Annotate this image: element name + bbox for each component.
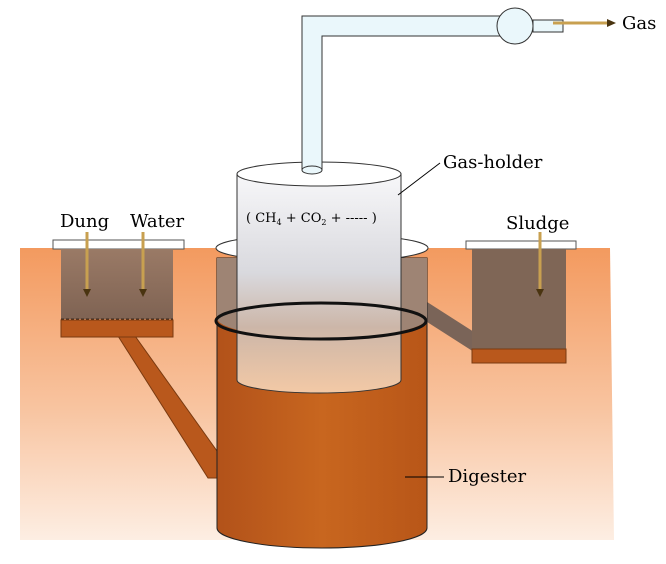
gas-pipe-mouth <box>301 165 323 175</box>
water-arrow-head <box>139 289 147 297</box>
gas-holder <box>236 173 402 394</box>
gas-close: + ----- ) <box>326 211 376 226</box>
label-gas-holder: Gas-holder <box>443 152 543 173</box>
gas-sub-4: 4 <box>277 218 282 227</box>
gas-holder-leader <box>397 162 441 196</box>
gas-plus-co: + CO <box>282 211 322 226</box>
label-gas-composition: ( CH4 + CO2 + ----- ) <box>246 211 377 227</box>
gas-valve <box>496 7 534 45</box>
label-sludge: Sludge <box>506 213 569 234</box>
outlet-sludge <box>471 348 567 364</box>
outlet-lid <box>465 240 577 250</box>
dung-arrow-head <box>83 289 91 297</box>
sludge-arrow-head <box>536 289 544 297</box>
gas-open: ( CH <box>246 211 277 226</box>
inlet-lid <box>52 239 185 250</box>
gas-sub-2: 2 <box>321 218 326 227</box>
inlet-tank <box>61 249 173 319</box>
label-dung: Dung <box>60 211 109 232</box>
gas-pipe <box>301 15 503 171</box>
label-gas: Gas <box>622 13 656 34</box>
outlet-channel <box>424 300 474 352</box>
outlet-tank <box>472 249 566 349</box>
gas-out-arrow-head <box>607 19 616 27</box>
guide-ring <box>214 301 428 341</box>
inlet-slurry <box>60 319 174 338</box>
label-digester: Digester <box>448 466 526 487</box>
label-water: Water <box>130 211 185 232</box>
